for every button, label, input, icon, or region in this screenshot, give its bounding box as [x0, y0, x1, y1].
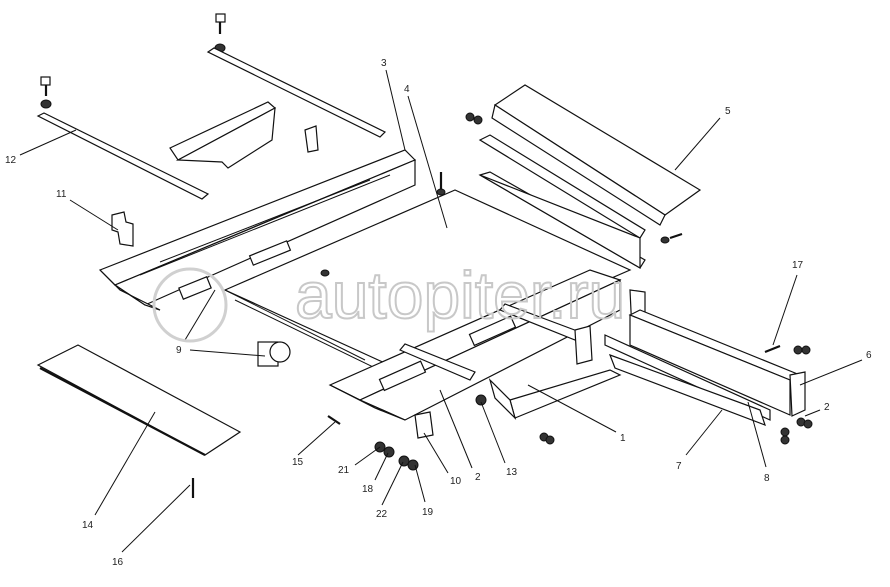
plate-8 — [608, 353, 766, 427]
callout-15: 15 — [292, 457, 304, 468]
top-bar — [206, 47, 387, 138]
bracket-11 — [111, 211, 134, 247]
watermark: autopiter.ru — [152, 257, 626, 343]
callout-3: 3 — [381, 58, 387, 69]
callout-13: 13 — [506, 467, 518, 478]
callout-22: 22 — [376, 509, 388, 520]
callout-2: 2 — [475, 472, 481, 483]
bracket-10 — [414, 411, 434, 439]
callout-17: 17 — [792, 260, 804, 271]
callout-6: 6 — [866, 350, 872, 361]
callout-16: 16 — [112, 557, 124, 568]
callout-11: 11 — [56, 189, 67, 200]
floor-plate-4 — [223, 189, 632, 371]
callout-7: 7 — [676, 461, 682, 472]
callout-1: 1 — [620, 433, 626, 444]
nut-13 — [475, 394, 487, 406]
watermark-text: autopiter.ru — [295, 258, 625, 332]
callout-2-nut: 2 — [824, 402, 830, 413]
callout-9: 9 — [176, 345, 182, 356]
callout-4: 4 — [404, 84, 410, 95]
strap-bolt — [40, 76, 52, 109]
callout-21: 21 — [338, 465, 350, 476]
callout-18: 18 — [362, 484, 374, 495]
cup-9 — [257, 341, 291, 367]
callout-8: 8 — [764, 473, 770, 484]
top-bolt — [214, 13, 226, 53]
callout-5: 5 — [725, 106, 731, 117]
callout-12: 12 — [5, 155, 17, 166]
bolt-15 — [327, 415, 341, 425]
leader-lines — [19, 69, 863, 553]
callout-10: 10 — [450, 476, 462, 487]
callout-14: 14 — [82, 520, 94, 531]
callout-19: 19 — [422, 507, 434, 518]
bracket-1 — [509, 369, 622, 419]
strap-12 — [36, 112, 210, 200]
